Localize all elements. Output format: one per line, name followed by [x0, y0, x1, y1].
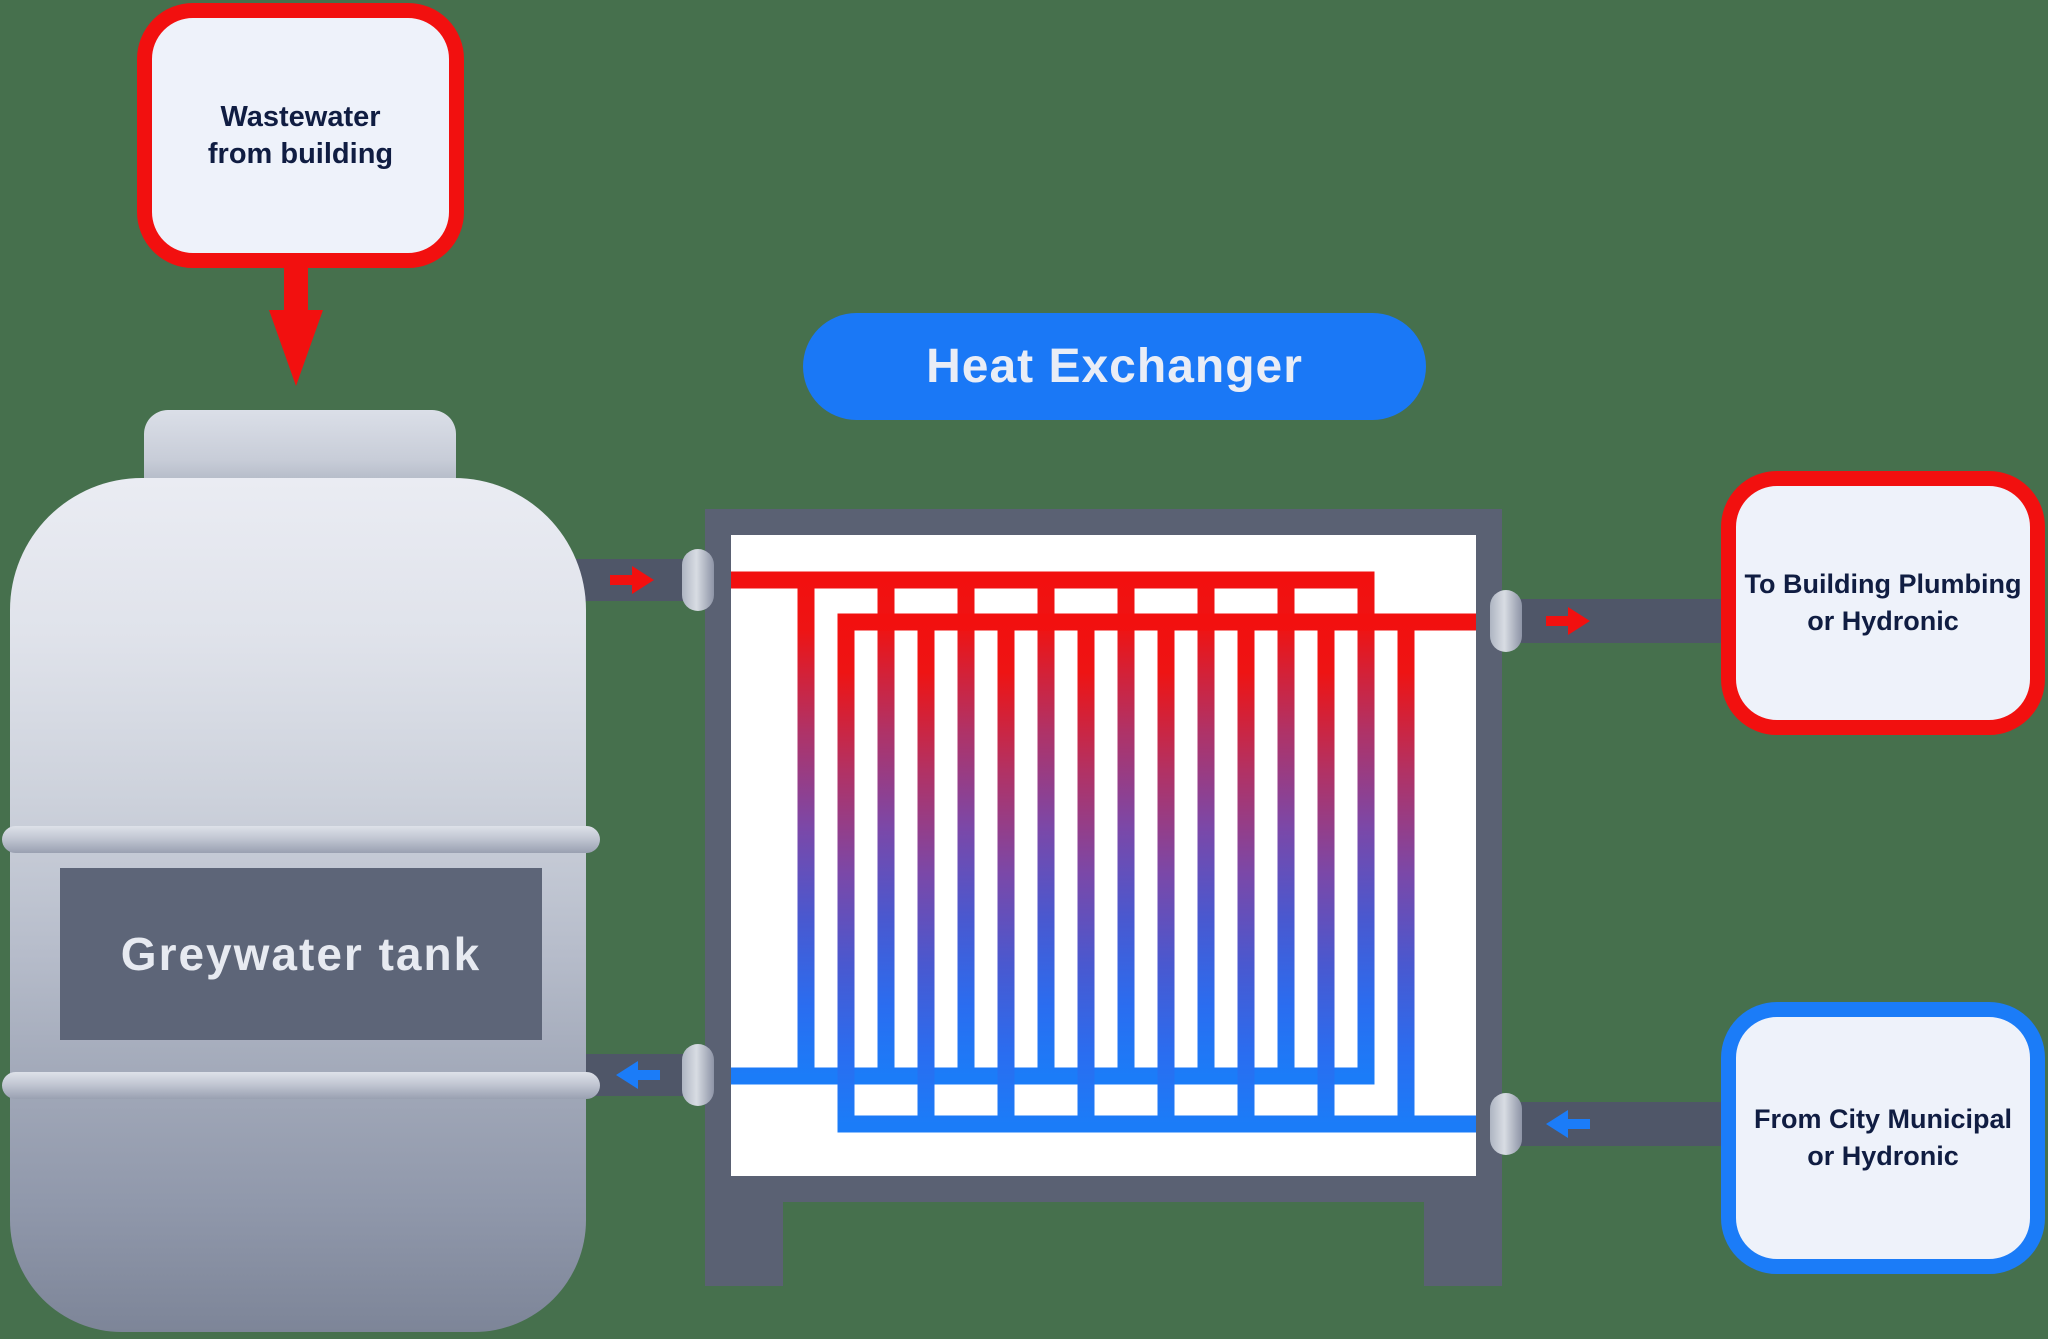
tank-band-lower — [2, 1072, 600, 1099]
cold-flow-left-arrow-icon — [616, 1061, 660, 1089]
callout-from-city-line1: From City Municipal — [1753, 1104, 2013, 1134]
flange-city-in — [1490, 1093, 1522, 1155]
tank-label: Greywater tank — [120, 928, 482, 980]
pipe-heated-water-out — [1500, 599, 1725, 643]
pipe-city-water-in — [1500, 1102, 1725, 1146]
heated-out-right-arrow-icon — [1546, 607, 1590, 635]
tank-label-panel: Greywater tank — [60, 868, 542, 1040]
callout-wastewater-line1: Wastewater — [220, 100, 381, 133]
heat-exchanger-frame — [705, 509, 1502, 1202]
flange-hot-in — [682, 549, 714, 611]
wastewater-down-arrow-icon — [269, 310, 323, 386]
heat-exchanger-leg-right — [1424, 1202, 1502, 1286]
callout-to-building: To Building Plumbing or Hydronic — [1721, 471, 2045, 735]
flange-heated-out — [1490, 590, 1522, 652]
tank-band-upper — [2, 826, 600, 853]
heat-exchanger-badge: Heat Exchanger — [803, 313, 1426, 420]
callout-wastewater: Wastewater from building — [137, 3, 464, 268]
hot-flow-right-arrow-icon — [610, 566, 654, 594]
callout-to-building-line1: To Building Plumbing — [1744, 569, 2022, 599]
wastewater-arrow-shaft — [284, 262, 308, 314]
heat-exchanger-leg-left — [705, 1202, 783, 1286]
callout-from-city: From City Municipal or Hydronic — [1721, 1002, 2045, 1274]
city-in-left-arrow-icon — [1546, 1110, 1590, 1138]
heat-exchanger-label: Heat Exchanger — [926, 340, 1303, 393]
flange-cold-return — [682, 1044, 714, 1106]
callout-from-city-line2: or Hydronic — [1807, 1141, 1959, 1171]
callout-wastewater-line2: from building — [207, 137, 394, 170]
callout-to-building-line2: or Hydronic — [1807, 606, 1959, 636]
